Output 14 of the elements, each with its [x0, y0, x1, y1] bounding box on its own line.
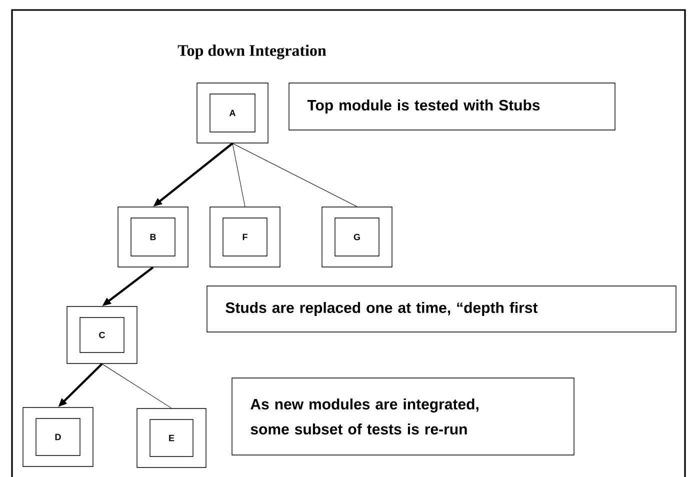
title: Top down Integration: [178, 44, 326, 60]
note-box: As new modules are integrated, some subset of tests is re-run: [232, 378, 574, 456]
module-box: F: [210, 206, 280, 268]
connector-line: [232, 143, 246, 207]
connector-line: [232, 143, 358, 207]
module-box: E: [136, 408, 206, 468]
note-box: Top module is tested with Stubs: [288, 82, 616, 130]
connector-line: [102, 364, 172, 408]
module-box: B: [118, 206, 188, 268]
module-box: G: [322, 206, 392, 268]
module-box: C: [66, 306, 138, 364]
module-box: A: [196, 82, 268, 144]
module-box: D: [22, 407, 94, 467]
note-box: Studs are replaced one at time, “depth first: [206, 286, 676, 332]
